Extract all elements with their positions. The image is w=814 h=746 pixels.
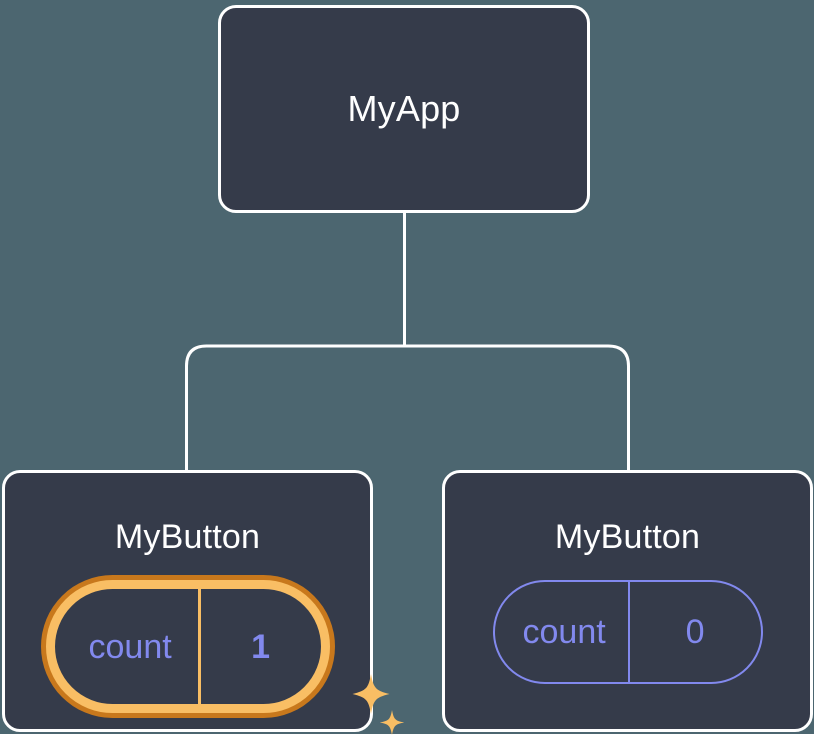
connector-branch-bar: [185, 344, 630, 470]
node-mybutton-left-label: MyButton: [114, 518, 261, 556]
state-pill-wrapper-right: count 0: [492, 580, 763, 684]
node-mybutton-right[interactable]: MyButton count 0: [442, 470, 813, 732]
state-pill-divider-left: [197, 589, 201, 704]
state-pill-right[interactable]: count 0: [492, 580, 763, 684]
state-value-left: 1: [251, 627, 271, 666]
state-pill-divider-right: [627, 582, 630, 682]
state-pill-wrapper-left: count 1: [45, 580, 404, 735]
state-value-right: 0: [685, 613, 705, 651]
node-mybutton-left[interactable]: MyButton count 1: [2, 470, 404, 735]
state-key-left: count: [88, 627, 172, 666]
node-myapp[interactable]: MyApp: [218, 5, 590, 213]
sparkle-large-icon: [352, 674, 389, 714]
node-mybutton-right-label: MyButton: [554, 518, 701, 556]
state-key-right: count: [522, 613, 606, 651]
sparkle-small-icon: [379, 710, 404, 735]
sparkles-group: [352, 674, 404, 735]
node-myapp-label: MyApp: [347, 88, 461, 129]
state-pill-left[interactable]: count 1: [45, 580, 330, 713]
